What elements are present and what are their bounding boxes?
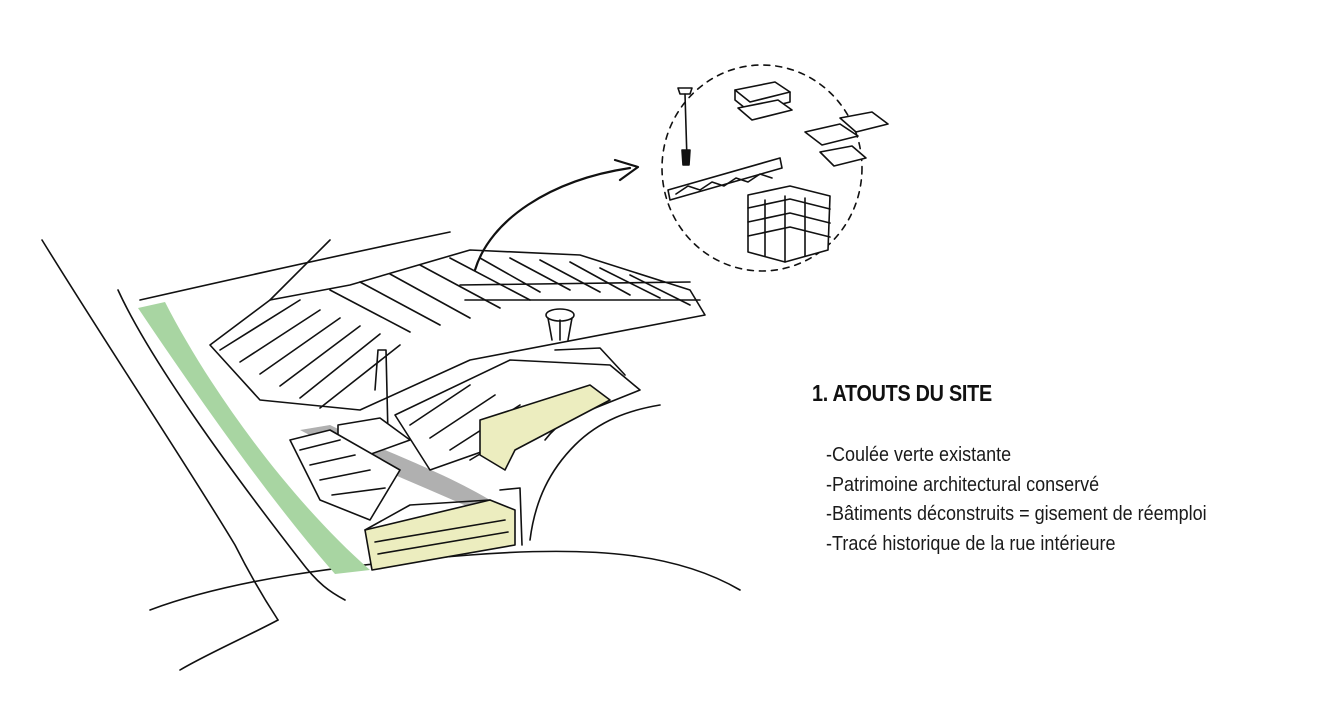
asset-item-reuse-deposit: -Bâtiments déconstruits = gisement de ré… [826,503,1207,525]
reuse-arrow [473,158,640,272]
main-hall [209,239,706,411]
section-title: 1. ATOUTS DU SITE [812,380,992,406]
conserved-heritage-building [364,487,523,571]
reuse-materials-circle [661,64,863,272]
stone-slabs-material [734,81,793,121]
steel-beam-material [667,157,783,201]
asset-item-historic-street: -Tracé historique de la rue intérieure [826,532,1116,555]
paving-tiles-material [804,111,889,167]
lamp-post-material [677,87,693,166]
asset-item-architectural-heritage: -Patrimoine architectural conservé [826,473,1100,496]
assets-list: -Coulée verte existante -Patrimoine arch… [826,441,1312,559]
water-tower [545,308,575,341]
roads [41,231,741,671]
asset-item-green-corridor: -Coulée verte existante [826,444,1012,466]
conserved-wing-upper [479,384,611,471]
green-corridor [138,302,370,574]
lower-left-wing [289,429,401,521]
site-assets-panel: 1. ATOUTS DU SITE -Coulée verte existant… [812,380,1312,559]
brick-stack-material [747,185,831,263]
